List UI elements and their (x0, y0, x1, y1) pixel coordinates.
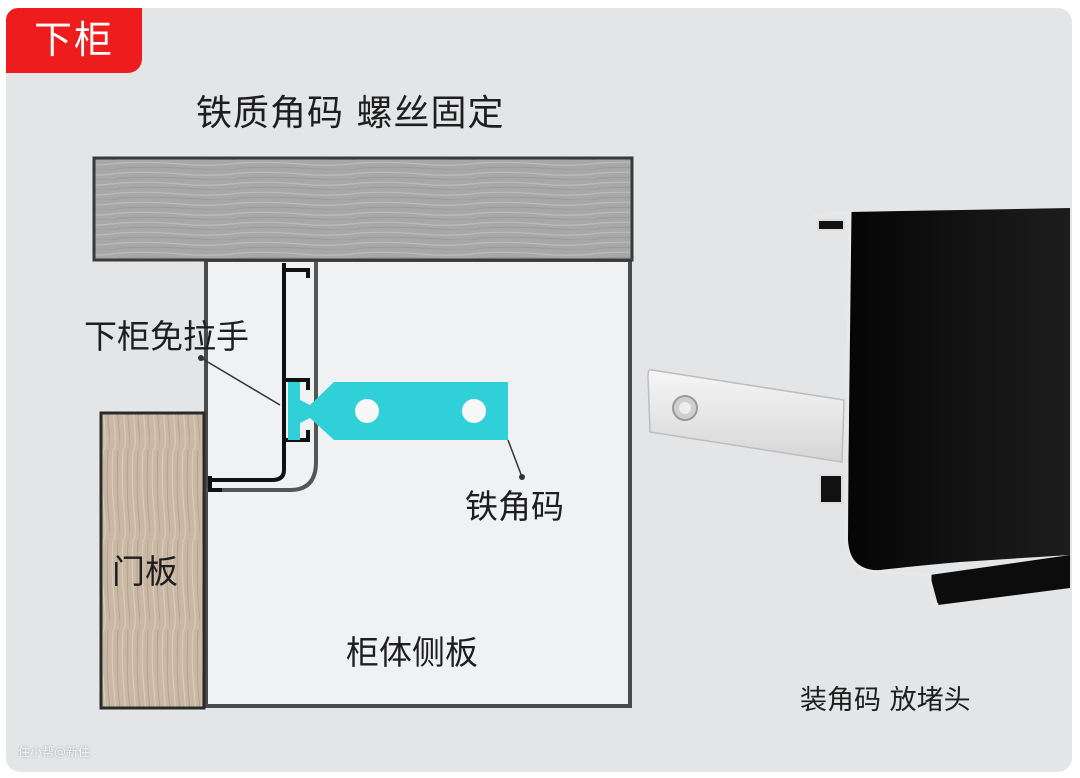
silver-bracket-hole-inner (679, 402, 691, 414)
label-side-panel: 柜体侧板 (346, 633, 478, 672)
countertop (92, 156, 634, 262)
watermark: 住小帮@新住 (18, 745, 91, 759)
bracket-leader-line (507, 439, 523, 478)
iron-bracket (288, 382, 508, 440)
diagram-title: 铁质角码 螺丝固定 (196, 93, 505, 134)
section-badge: 下柜 (6, 8, 142, 73)
bracket-leader-dot (519, 474, 525, 480)
label-handle: 下柜免拉手 (84, 317, 249, 356)
profile-slot-low (819, 474, 843, 504)
silver-bracket (647, 368, 845, 463)
handle-leader-dot (198, 355, 204, 361)
black-profile-lip (930, 555, 1070, 605)
bracket-hole-2 (462, 399, 486, 423)
label-install: 装角码 放堵头 (800, 685, 971, 716)
profile-photo (647, 208, 1070, 607)
door-panel (99, 411, 206, 710)
cabinet-side-panel (204, 258, 632, 708)
handle-profile-outer (206, 262, 318, 492)
handle-profile (208, 263, 310, 492)
label-door: 门板 (112, 552, 178, 591)
bracket-hole-1 (355, 399, 379, 423)
label-bracket: 铁角码 (465, 487, 564, 526)
black-profile (848, 208, 1070, 571)
profile-slot-top (817, 219, 845, 231)
profile-silver-edge (812, 210, 939, 607)
handle-leader-line (200, 357, 281, 406)
